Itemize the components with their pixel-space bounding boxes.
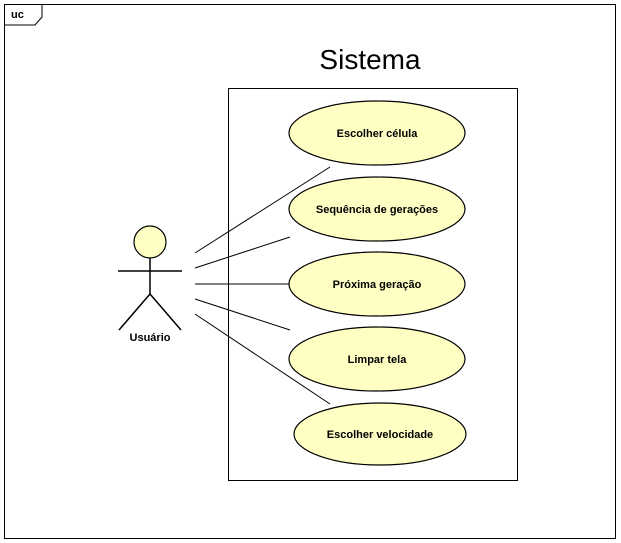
frame-tag bbox=[4, 4, 43, 26]
use-case-label: Escolher velocidade bbox=[327, 429, 433, 441]
association-line bbox=[194, 298, 291, 331]
use-case-escolher-celula[interactable]: Escolher célula bbox=[288, 100, 466, 166]
use-case-ellipse[interactable] bbox=[288, 251, 466, 317]
use-case-ellipse[interactable] bbox=[288, 326, 466, 392]
use-case-label: Próxima geração bbox=[333, 279, 422, 291]
use-case-ellipse[interactable] bbox=[288, 100, 466, 166]
use-case-ellipse[interactable] bbox=[288, 176, 466, 242]
use-case-limpar-tela[interactable]: Limpar tela bbox=[288, 326, 466, 392]
use-case-proxima-geracao[interactable]: Próxima geração bbox=[288, 251, 466, 317]
actor-head bbox=[133, 225, 167, 259]
system-title: Sistema bbox=[319, 44, 421, 75]
use-case-label: Limpar tela bbox=[348, 354, 408, 366]
use-case-ellipse[interactable] bbox=[293, 402, 467, 466]
association-line bbox=[194, 236, 291, 269]
actor-name: Usuário bbox=[130, 332, 171, 344]
use-case-escolher-velocidade[interactable]: Escolher velocidade bbox=[293, 402, 467, 466]
use-case-label: Escolher célula bbox=[337, 128, 419, 140]
use-case-sequencia-de-geracoes[interactable]: Sequência de gerações bbox=[288, 176, 466, 242]
associations bbox=[194, 166, 331, 405]
association-line bbox=[194, 166, 331, 254]
use-case-label: Sequência de gerações bbox=[316, 204, 438, 216]
actor-right-leg bbox=[149, 293, 182, 331]
frame-tag-label: uc bbox=[11, 9, 24, 21]
actor: Usuário bbox=[118, 225, 182, 344]
association-line bbox=[194, 313, 331, 405]
actor-left-leg bbox=[118, 293, 151, 331]
